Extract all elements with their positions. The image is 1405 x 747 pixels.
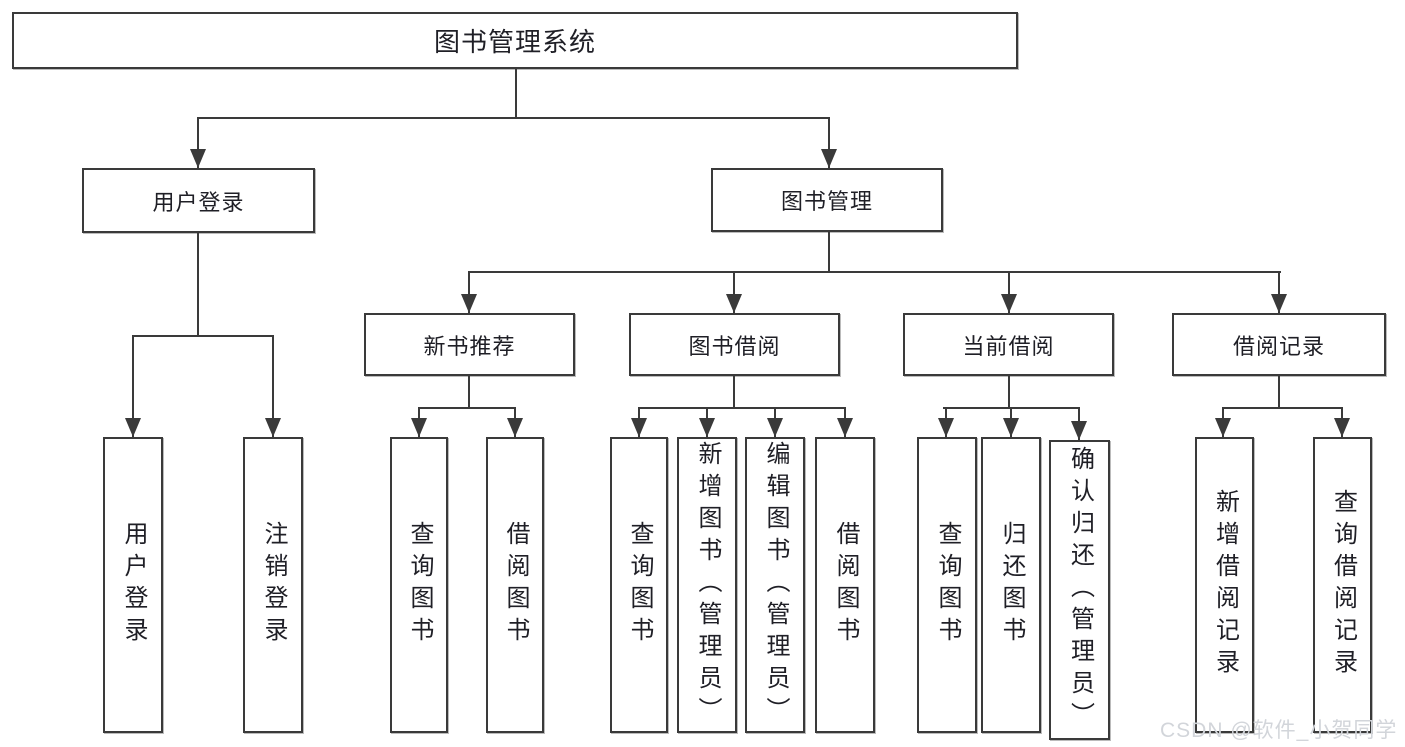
leaf-recommend-borrow-book-label: 借阅图书 [502, 521, 529, 649]
leaf-logout: 注销登录 [243, 437, 303, 733]
arrow-down-to-borrowing-edit [767, 407, 783, 437]
leaf-current-query-book: 查询图书 [917, 437, 977, 733]
arrow-down-to-book-borrowing [726, 271, 742, 313]
leaf-recommend-borrow-book: 借阅图书 [486, 437, 544, 733]
leaf-borrowing-edit-book-admin: 编辑图书（管理员） [745, 437, 805, 733]
node-new-book-recommend-label: 新书推荐 [423, 333, 516, 359]
connector-borrowing-rail [638, 407, 846, 409]
leaf-borrowing-edit-book-admin-label: 编辑图书（管理员） [762, 441, 789, 729]
connector-records-rail [1222, 407, 1342, 409]
connector-user-login-stem [197, 233, 199, 336]
arrow-down-to-borrowing-borrow [837, 407, 853, 437]
arrow-down-to-leaf-user-login [125, 335, 141, 437]
connector-root-stem [515, 69, 517, 118]
leaf-borrowing-add-book-admin: 新增图书（管理员） [677, 437, 737, 733]
connector-root-rail [197, 117, 830, 119]
arrow-down-to-borrow-records [1271, 271, 1287, 313]
node-library-system-label: 图书管理系统 [433, 27, 596, 57]
arrow-down-to-leaf-logout [265, 335, 281, 437]
leaf-logout-label: 注销登录 [260, 521, 287, 649]
arrow-down-to-current-confirm [1071, 407, 1087, 440]
leaf-borrowing-borrow-book: 借阅图书 [815, 437, 875, 733]
leaf-borrowing-query-book-label: 查询图书 [626, 521, 653, 649]
node-book-management: 图书管理 [711, 168, 943, 232]
arrow-down-to-new-book-recommend [461, 271, 477, 313]
arrow-down-to-records-add [1215, 407, 1231, 437]
leaf-current-return-book: 归还图书 [981, 437, 1041, 733]
node-book-borrowing-label: 图书借阅 [688, 333, 781, 359]
leaf-records-add-record-label: 新增借阅记录 [1211, 489, 1239, 681]
leaf-borrowing-query-book: 查询图书 [610, 437, 668, 733]
leaf-borrowing-add-book-admin-label: 新增图书（管理员） [694, 441, 721, 729]
arrow-down-to-borrowing-query [631, 407, 647, 437]
leaf-current-confirm-return-admin-label: 确认归还（管理员） [1066, 446, 1094, 734]
arrow-down-to-book-management [821, 117, 837, 168]
arrow-down-to-user-login [190, 117, 206, 168]
node-current-borrowing: 当前借阅 [903, 313, 1114, 376]
leaf-current-confirm-return-admin: 确认归还（管理员） [1049, 440, 1110, 740]
node-user-login: 用户登录 [82, 168, 315, 233]
arrow-down-to-borrowing-add [699, 407, 715, 437]
node-current-borrowing-label: 当前借阅 [962, 333, 1055, 359]
node-borrow-records-label: 借阅记录 [1232, 333, 1325, 359]
node-book-management-label: 图书管理 [780, 189, 873, 214]
arrow-down-to-records-query [1334, 407, 1350, 437]
node-borrow-records: 借阅记录 [1172, 313, 1386, 376]
leaf-user-login-label: 用户登录 [120, 521, 147, 649]
node-user-login-label: 用户登录 [152, 189, 245, 215]
connector-recommend-rail [418, 407, 516, 409]
arrow-down-to-current-borrowing [1001, 271, 1017, 313]
node-new-book-recommend: 新书推荐 [364, 313, 575, 376]
leaf-current-return-book-label: 归还图书 [998, 521, 1025, 649]
node-book-borrowing: 图书借阅 [629, 313, 840, 376]
leaf-records-query-record: 查询借阅记录 [1313, 437, 1372, 733]
arrow-down-to-current-query [938, 407, 954, 437]
leaf-records-query-record-label: 查询借阅记录 [1329, 489, 1357, 681]
connector-current-stem [1008, 376, 1010, 408]
leaf-records-add-record: 新增借阅记录 [1195, 437, 1254, 733]
leaf-recommend-query-book-label: 查询图书 [406, 521, 433, 649]
node-library-system: 图书管理系统 [12, 12, 1018, 69]
arrow-down-to-recommend-query [411, 407, 427, 437]
arrow-down-to-recommend-borrow [507, 407, 523, 437]
connector-book-mgmt-stem [828, 232, 830, 272]
leaf-borrowing-borrow-book-label: 借阅图书 [832, 521, 859, 649]
leaf-recommend-query-book: 查询图书 [390, 437, 448, 733]
csdn-watermark: CSDN @软件_小贺同学 [1160, 719, 1398, 742]
connector-records-stem [1278, 376, 1280, 408]
connector-book-mgmt-rail [469, 271, 1281, 273]
leaf-current-query-book-label: 查询图书 [934, 521, 961, 649]
connector-user-login-rail [132, 335, 274, 337]
arrow-down-to-current-return [1003, 407, 1019, 437]
connector-borrowing-stem [733, 376, 735, 408]
connector-recommend-stem [468, 376, 470, 408]
leaf-user-login: 用户登录 [103, 437, 163, 733]
